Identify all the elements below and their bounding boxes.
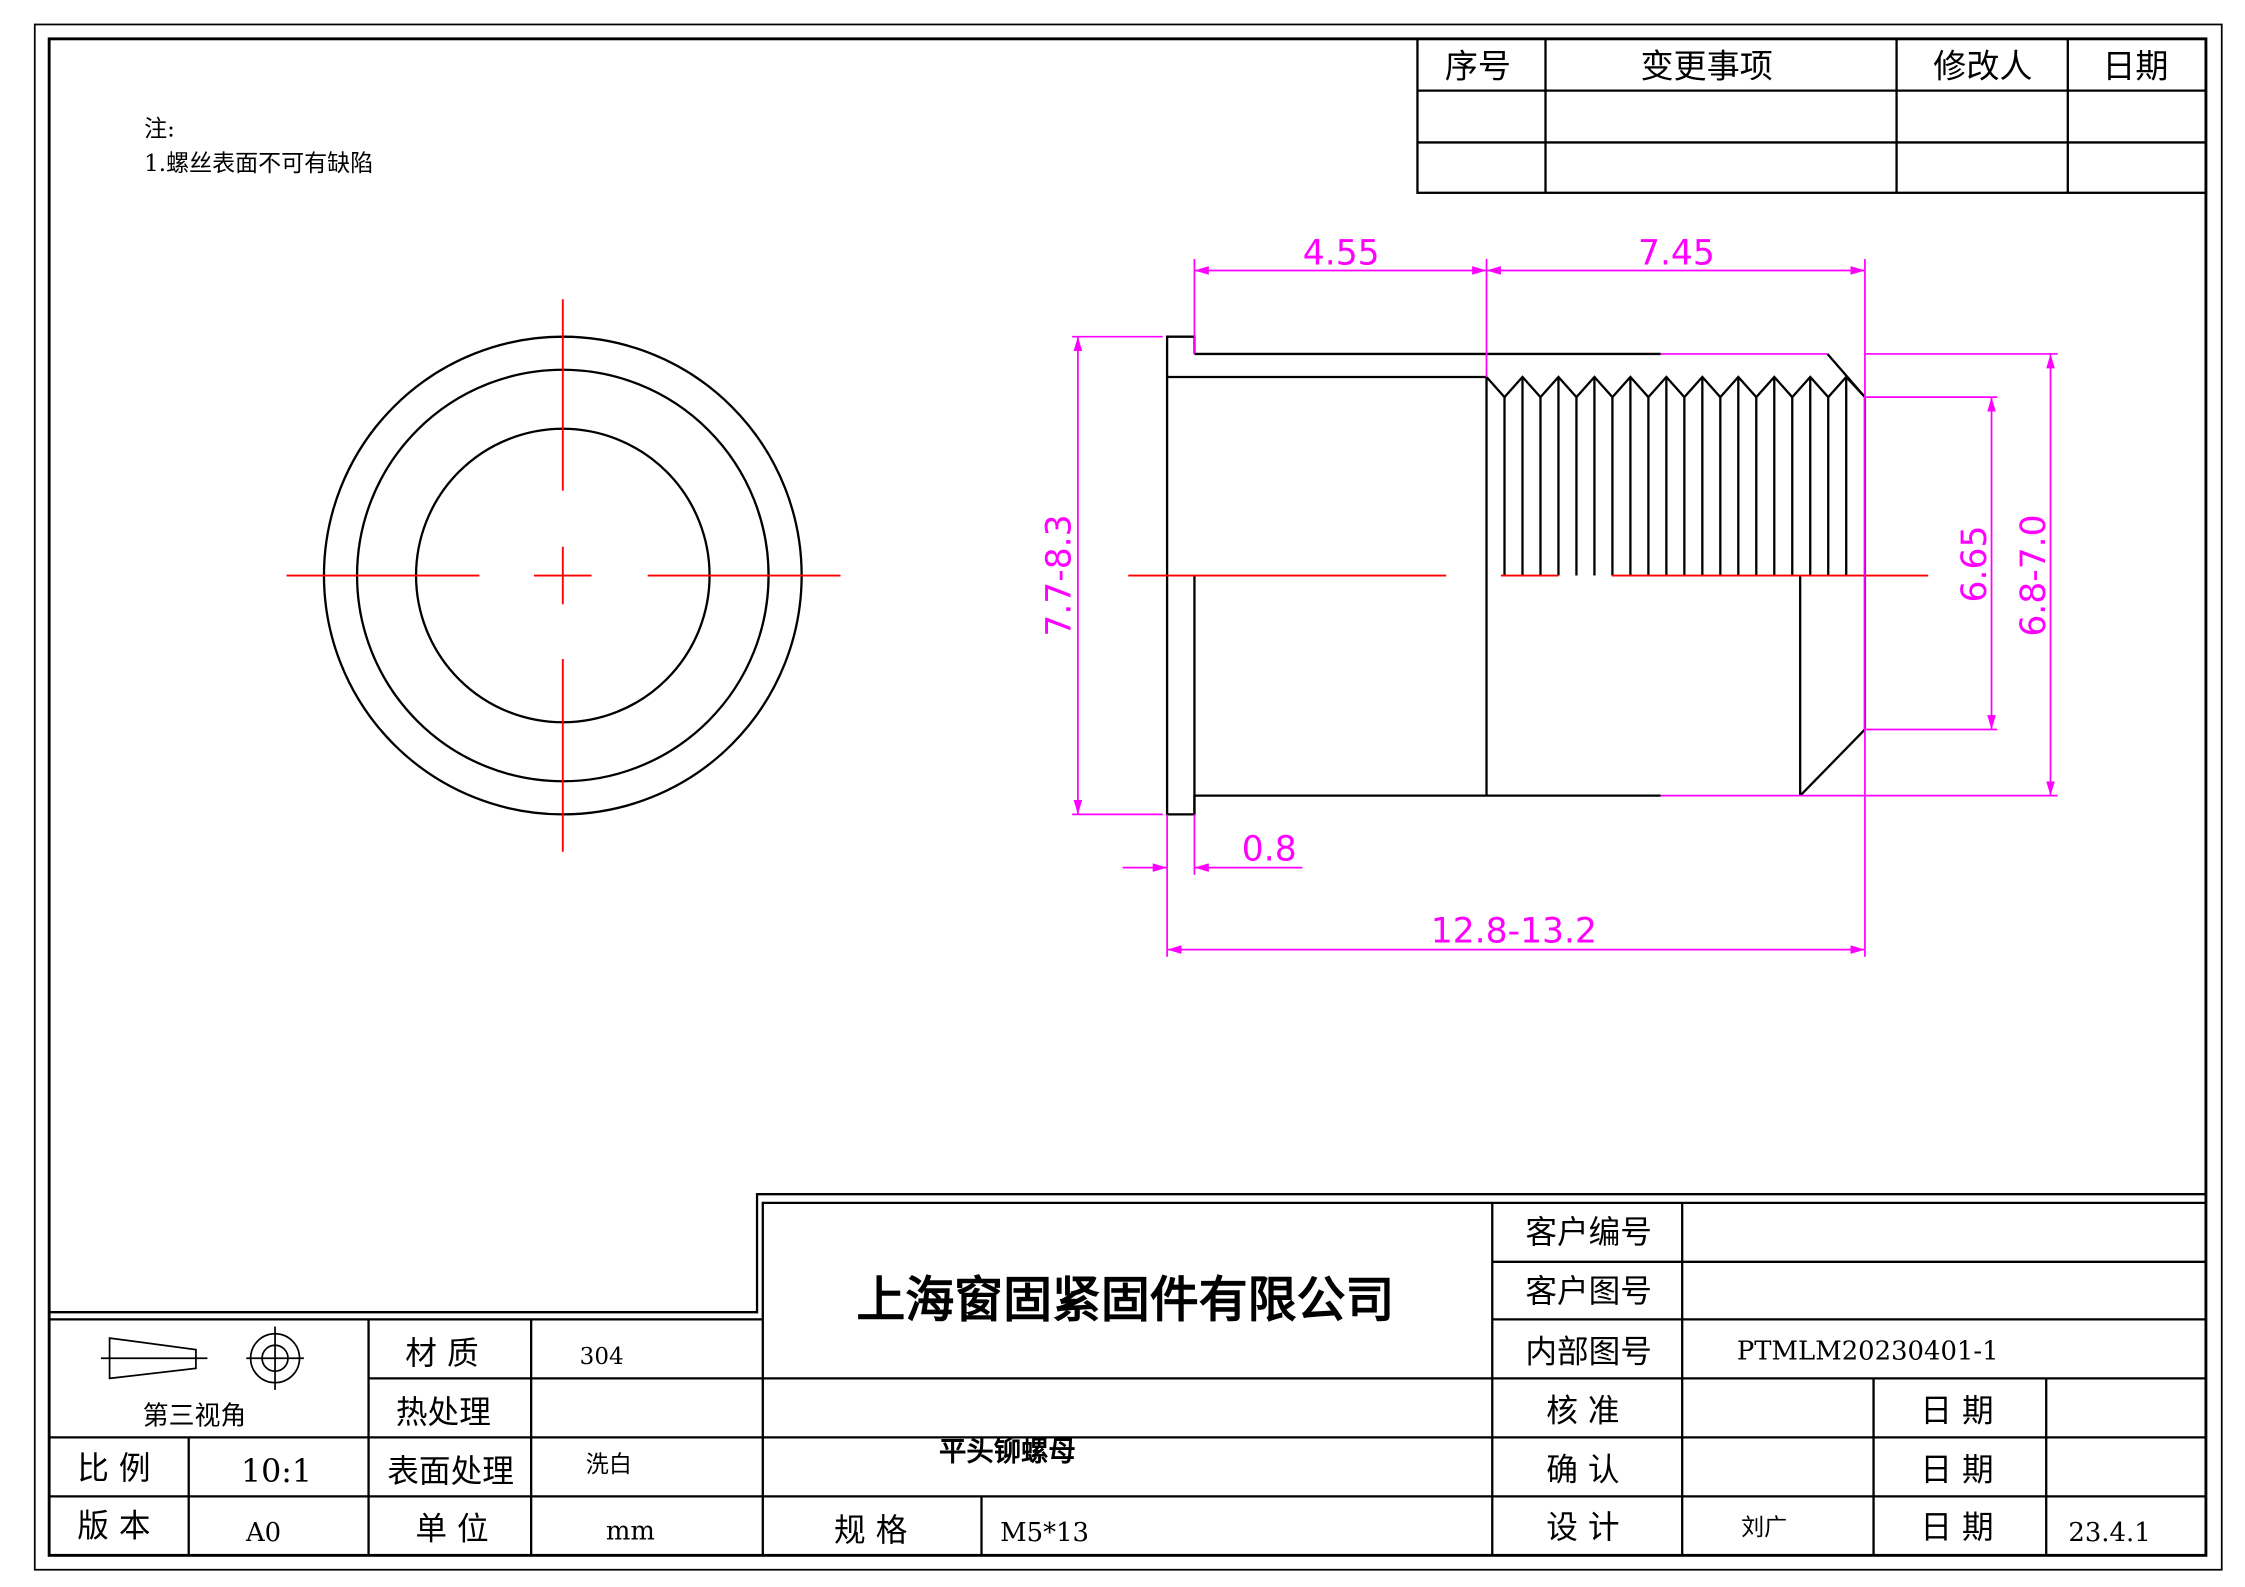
design-label: 设 计 [1546,1510,1619,1546]
side-view [1128,335,1929,816]
dim-total-length: 12.8-13.2 [1431,911,1597,951]
note-item: 1.螺丝表面不可有缺陷 [144,151,373,177]
dim-head-length: 4.55 [1303,234,1380,274]
heat-treatment-label: 热处理 [396,1395,491,1431]
part-name: 平头铆螺母 [939,1435,1076,1467]
revision-table: 序号 变更事项 修改人 日期 [1416,37,2208,194]
revision-header-no: 序号 [1445,47,1511,86]
confirm-date-label: 日 期 [1920,1453,1993,1489]
dim-knurl-length: 7.45 [1638,234,1715,274]
title-block: 第三视角 材 质 304 热处理 表面处理 洗白 单 位 mm 比 例 10:1… [49,1193,2206,1556]
end-view [286,299,841,852]
spec-label: 规 格 [834,1513,907,1549]
design-date-value: 23.4.1 [2068,1518,2150,1548]
outer-border [33,23,2223,1571]
scale-label: 比 例 [77,1451,150,1487]
customer-no-label: 客户编号 [1525,1215,1652,1251]
dim-inner-diameter: 6.65 [1955,526,1995,603]
approve-label: 核 准 [1546,1394,1619,1430]
scale-value: 10:1 [241,1454,312,1490]
unit-value: mm [606,1517,655,1547]
notes-title: 注: [144,117,175,143]
dim-outer-diameter: 6.8-7.0 [2014,514,2054,636]
approve-date-label: 日 期 [1920,1394,1993,1430]
revision-header-date: 日期 [2102,47,2168,86]
designer-value: 刘广 [1741,1515,1787,1541]
spec-value: M5*13 [1000,1518,1089,1548]
surface-treatment-label: 表面处理 [387,1454,514,1490]
third-angle-projection-icon [100,1326,304,1390]
version-label: 版 本 [77,1509,150,1545]
inner-border [47,37,2208,1557]
projection-label: 第三视角 [143,1401,247,1431]
surface-treatment-value: 洗白 [586,1452,632,1478]
material-value: 304 [580,1344,624,1370]
dim-flange-thickness: 0.8 [1242,829,1297,869]
material-label: 材 质 [405,1336,478,1372]
revision-header-modifier: 修改人 [1933,47,2032,86]
internal-drawing-label: 内部图号 [1525,1335,1652,1371]
unit-label: 单 位 [415,1512,488,1548]
company-name: 上海窗固紧固件有限公司 [856,1271,1394,1329]
dim-flange-diameter: 7.7-8.3 [1040,514,1080,636]
thread-profile [1485,375,1866,399]
version-value: A0 [245,1518,281,1548]
design-date-label: 日 期 [1920,1510,1993,1546]
confirm-label: 确 认 [1546,1453,1619,1489]
revision-header-change: 变更事项 [1640,47,1772,86]
internal-drawing-value: PTMLM20230401-1 [1737,1337,1999,1367]
dimensions: 4.55 7.45 7.7-8.3 6.65 6.8-7.0 0.8 12.8-… [1040,234,2058,957]
customer-drawing-label: 客户图号 [1525,1274,1652,1310]
